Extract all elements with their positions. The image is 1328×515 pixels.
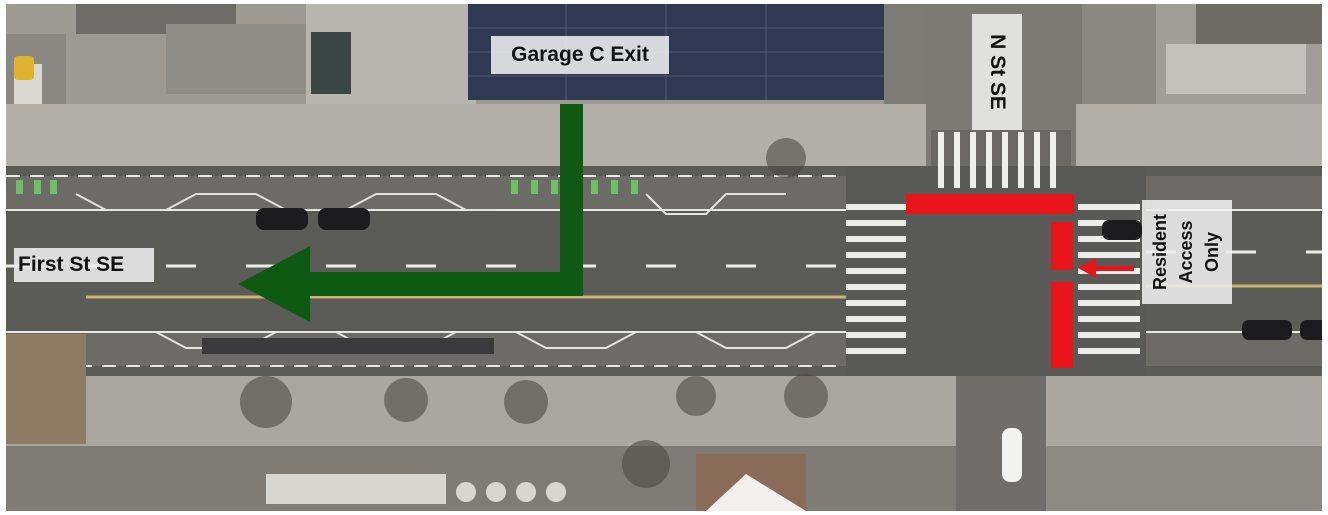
garage-exit-label: Garage C Exit: [491, 36, 669, 74]
aerial-map: Garage C Exit First St SE N St SE Reside…: [6, 4, 1322, 511]
n-street-label-text: N St SE: [986, 34, 1009, 110]
resident-access-line-1: Resident: [1150, 213, 1170, 291]
resident-access-line-2: Access: [1176, 220, 1196, 284]
route-arrow-icon: [238, 104, 583, 322]
resident-access-label: Resident Access Only: [1142, 200, 1232, 304]
access-arrow-icon: [1078, 258, 1134, 278]
closure-overlay: [906, 194, 1134, 368]
first-street-label: First St SE: [14, 248, 154, 282]
resident-access-line-3: Only: [1202, 231, 1222, 273]
barrier-top-icon: [906, 194, 1074, 214]
barrier-upper-icon: [1051, 222, 1073, 270]
n-street-label: N St SE: [972, 14, 1022, 130]
barrier-lower-icon: [1051, 282, 1073, 368]
